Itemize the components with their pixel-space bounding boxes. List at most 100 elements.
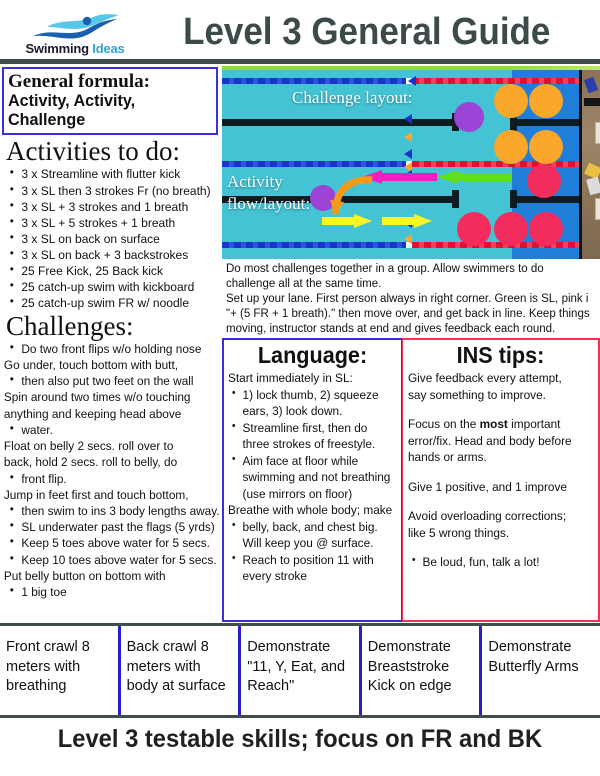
brand-name: Swimming Ideas — [25, 41, 124, 56]
language-item: Breathe with whole body; make — [227, 503, 393, 518]
footer-text: Level 3 testable skills; focus on FR and… — [57, 724, 543, 753]
challenge-item: Jump in feet first and touch bottom, — [3, 487, 189, 502]
challenge-item: SL underwater past the flags (5 yrds) — [0, 518, 215, 535]
arrow-magenta-shaft — [381, 173, 437, 181]
activities-list: 3 x Streamline with flutter kick3 x SL t… — [0, 165, 220, 311]
page-header: Swimming Ideas Level 3 General Guide — [0, 0, 600, 64]
main-content: General formula: Activity, Activity, Cha… — [0, 64, 600, 623]
testable-skill: Back crawl 8 meters with body at surface — [117, 626, 239, 715]
lane-line-upper — [222, 119, 457, 126]
ins-tip-item — [407, 466, 588, 479]
challenge-item: Do two front flips w/o holding nose — [0, 340, 213, 357]
lane-rope-1 — [222, 78, 582, 84]
arrow-yellow-1-shaft — [322, 217, 356, 225]
marker-triangle-orange-3 — [404, 234, 412, 244]
language-box: Language: Start immediately in SL:1) loc… — [222, 338, 402, 622]
activities-heading: Activities to do: — [6, 136, 180, 167]
arrow-orange-curve — [330, 176, 373, 215]
activity-item: 25 Free Kick, 25 Back kick — [0, 262, 213, 279]
ins-tip-item: Give feedback every attempt, — [407, 371, 562, 386]
brand-logo[interactable]: Swimming Ideas — [0, 8, 150, 56]
cone-orange-4 — [529, 130, 563, 164]
language-item: every stroke — [242, 569, 307, 584]
challenge-item: Put belly button on bottom with — [3, 568, 166, 583]
challenge-item: Keep 10 toes above water for 5 secs. — [0, 551, 217, 568]
challenge-item: Keep 5 toes above water for 5 secs. — [0, 534, 213, 551]
arrow-yellow-2-shaft — [382, 217, 416, 225]
ins-tip-item — [407, 495, 588, 508]
cone-purple-2 — [310, 185, 336, 211]
language-title: Language: — [257, 342, 368, 368]
brand-name-part2: Ideas — [88, 41, 125, 56]
general-formula-box: General formula: Activity, Activity, Cha… — [2, 67, 218, 136]
arrow-green-shaft — [457, 173, 512, 181]
language-item: Start immediately in SL: — [227, 371, 353, 386]
photo-desc-line-2: challenge all at the same time. — [226, 277, 382, 290]
activity-item: 25 catch-up swim FR w/ noodle — [0, 294, 213, 311]
activity-item: 3 x SL on back + 3 backstrokes — [0, 246, 213, 263]
arrow-green-left — [437, 170, 512, 184]
testable-skill: Demonstrate Breaststroke Kick on edge — [358, 626, 480, 715]
lane-rope-2 — [222, 161, 582, 167]
ins-tips-box: INS tips: Give feedback every attempt,sa… — [402, 338, 600, 622]
challenge-item: back, hold 2 secs. roll to belly, do — [3, 455, 178, 470]
activity-item: 25 catch-up swim with kickboard — [0, 278, 213, 295]
ins-tip-item: Avoid overloading corrections; — [407, 509, 567, 524]
cone-pink-4 — [529, 212, 563, 246]
arrow-yellow-right-1 — [322, 214, 372, 228]
challenge-item: front flip. — [0, 469, 213, 487]
marker-triangle-orange-1 — [404, 132, 412, 142]
challenge-item: 1 big toe — [0, 583, 213, 600]
ins-tip-item: Focus on the most important — [407, 417, 561, 432]
challenges-heading: Challenges: — [6, 310, 134, 341]
ins-tip-item — [407, 541, 588, 554]
ins-tip-item: hands or arms. — [407, 450, 487, 465]
language-item: Will keep you @ surface. — [242, 536, 374, 551]
cone-orange-1 — [494, 84, 528, 118]
deck-object-box-1 — [595, 122, 600, 144]
activity-item: 3 x SL + 3 strokes and 1 breath — [0, 198, 213, 215]
right-column: Challenge layout: Activity flow/layout: … — [222, 64, 600, 623]
arrow-yellow-right-2 — [382, 214, 432, 228]
pool-deck — [582, 70, 600, 259]
pool-layout-photo: Challenge layout: Activity flow/layout: — [222, 66, 600, 259]
deck-object-white — [586, 176, 600, 196]
photo-top-green-edge — [222, 66, 600, 70]
lane-rope-2-red — [412, 161, 582, 167]
ins-tip-item: like 5 wrong things. — [407, 525, 510, 540]
cone-pink-1 — [527, 164, 561, 198]
deck-object-blue — [583, 76, 599, 94]
lane-rope-1-blue — [222, 78, 406, 84]
testable-skills-row: Front crawl 8 meters with breathing Back … — [0, 623, 600, 715]
lane-rope-3-red — [412, 242, 582, 248]
lane-rope-3-blue — [222, 242, 406, 248]
ins-tips-title: INS tips: — [456, 342, 545, 368]
language-item: Aim face at floor while — [227, 452, 393, 469]
photo-label-challenge: Challenge layout: — [292, 88, 413, 107]
arrow-yellow-1-head — [354, 214, 372, 228]
lane-line-lower-end — [510, 196, 580, 203]
pool-wall-edge — [579, 70, 582, 259]
challenge-item: Go under, touch bottom with butt, — [3, 357, 179, 372]
lane-rope-2-blue — [222, 161, 406, 167]
lane-line-lower-cross — [452, 190, 459, 208]
testable-skill: Front crawl 8 meters with breathing — [6, 639, 90, 695]
language-item: three strokes of freestyle. — [242, 437, 376, 452]
language-item: Reach to position 11 with — [227, 551, 393, 568]
general-formula-subtitle: Activity, Activity, Challenge — [8, 90, 136, 129]
activity-item: 3 x SL on back on surface — [0, 230, 213, 247]
marker-triangle-blue-1 — [404, 114, 412, 124]
activity-item: 3 x Streamline with flutter kick — [0, 165, 213, 182]
cone-purple-1 — [454, 102, 484, 132]
language-item: 1) lock thumb, 2) squeeze — [227, 386, 393, 403]
marker-triangle-orange-2 — [404, 162, 412, 172]
cone-pink-3 — [494, 212, 528, 246]
marker-triangle-blue-2 — [404, 149, 412, 159]
lane-rope-1-red — [412, 78, 582, 84]
photo-desc-line-3: Set up your lane. First person always in… — [226, 292, 589, 305]
ins-tip-item: error/fix. Head and body before — [407, 433, 572, 448]
challenge-item: then swim to ins 3 body lengths away. — [0, 502, 220, 519]
ins-tip-item: say something to improve. — [407, 387, 546, 402]
language-item: Streamline first, then do — [227, 419, 393, 436]
